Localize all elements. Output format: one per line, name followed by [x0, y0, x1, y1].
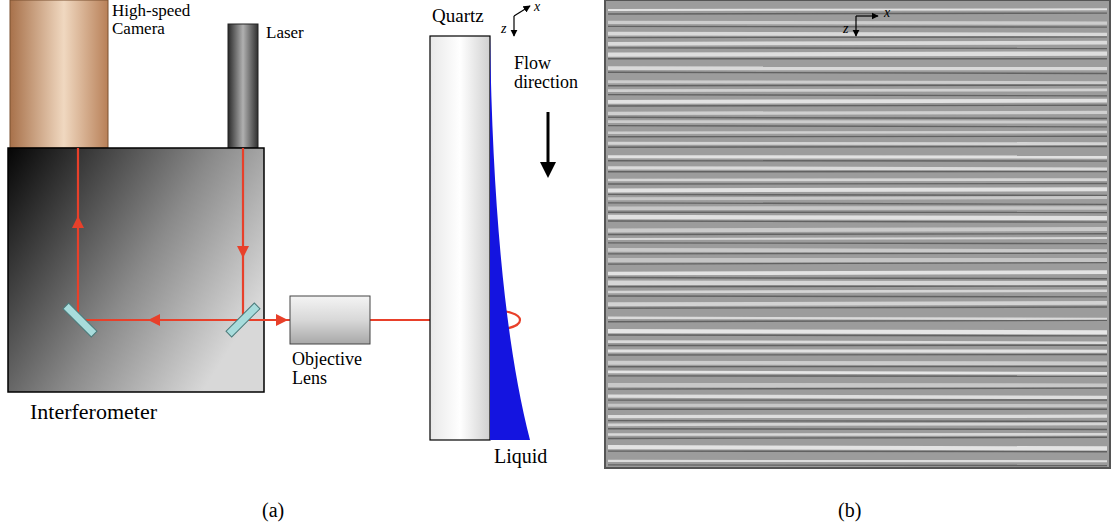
panel-label: (a) — [262, 500, 284, 521]
axes — [856, 16, 878, 36]
interferometer-box — [8, 148, 264, 392]
quartz-plate — [430, 36, 490, 440]
quartz-label: Quartz — [432, 6, 484, 26]
liquid-label: Liquid — [494, 446, 547, 467]
flow-arrowhead — [540, 162, 556, 178]
camera-body — [10, 0, 108, 148]
liquid-film — [490, 36, 530, 440]
lens-label: Objective Lens — [292, 350, 372, 388]
camera-label: High-speed Camera — [112, 2, 207, 38]
axis-label: x — [534, 0, 540, 15]
interferometer-label: Interferometer — [30, 400, 157, 423]
fringe-pattern — [608, 9, 1107, 465]
laser-body — [228, 24, 258, 148]
laser-label: Laser — [266, 24, 304, 42]
axis-label: z — [501, 22, 506, 37]
beam-splitter — [226, 303, 260, 337]
panel-label: (b) — [838, 500, 861, 521]
mirror — [63, 303, 97, 337]
flow-arrow — [547, 112, 550, 170]
axis-label: x — [884, 6, 890, 21]
axes — [514, 6, 530, 36]
axis-label: z — [843, 22, 848, 37]
beam-arrowhead — [72, 216, 452, 330]
objective-lens — [290, 296, 370, 344]
fringe-image — [605, 0, 1110, 468]
flow-label: Flow direction — [514, 54, 592, 92]
